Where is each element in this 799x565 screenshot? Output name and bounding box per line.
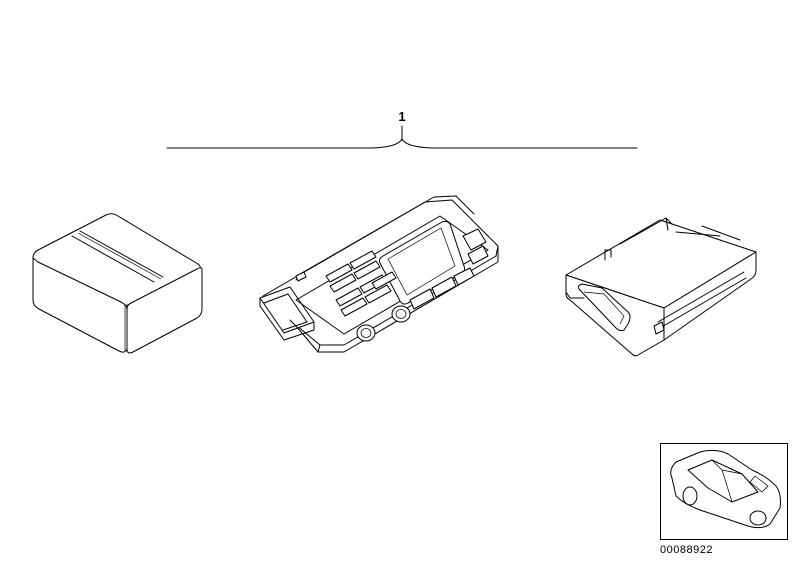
cd-drive-unit-icon[interactable] bbox=[565, 217, 757, 357]
car-thumbnail-icon bbox=[660, 443, 788, 540]
radio-control-panel-icon[interactable] bbox=[259, 195, 499, 353]
bottom-buttons bbox=[409, 267, 475, 310]
callout-bracket-line bbox=[166, 125, 638, 149]
callout-number-label: 1 bbox=[398, 109, 405, 124]
preset-buttons bbox=[325, 250, 397, 317]
diagram-id-label: 00088922 bbox=[660, 544, 713, 556]
rotary-knobs bbox=[356, 305, 411, 342]
packaging-box-icon[interactable] bbox=[32, 213, 203, 354]
